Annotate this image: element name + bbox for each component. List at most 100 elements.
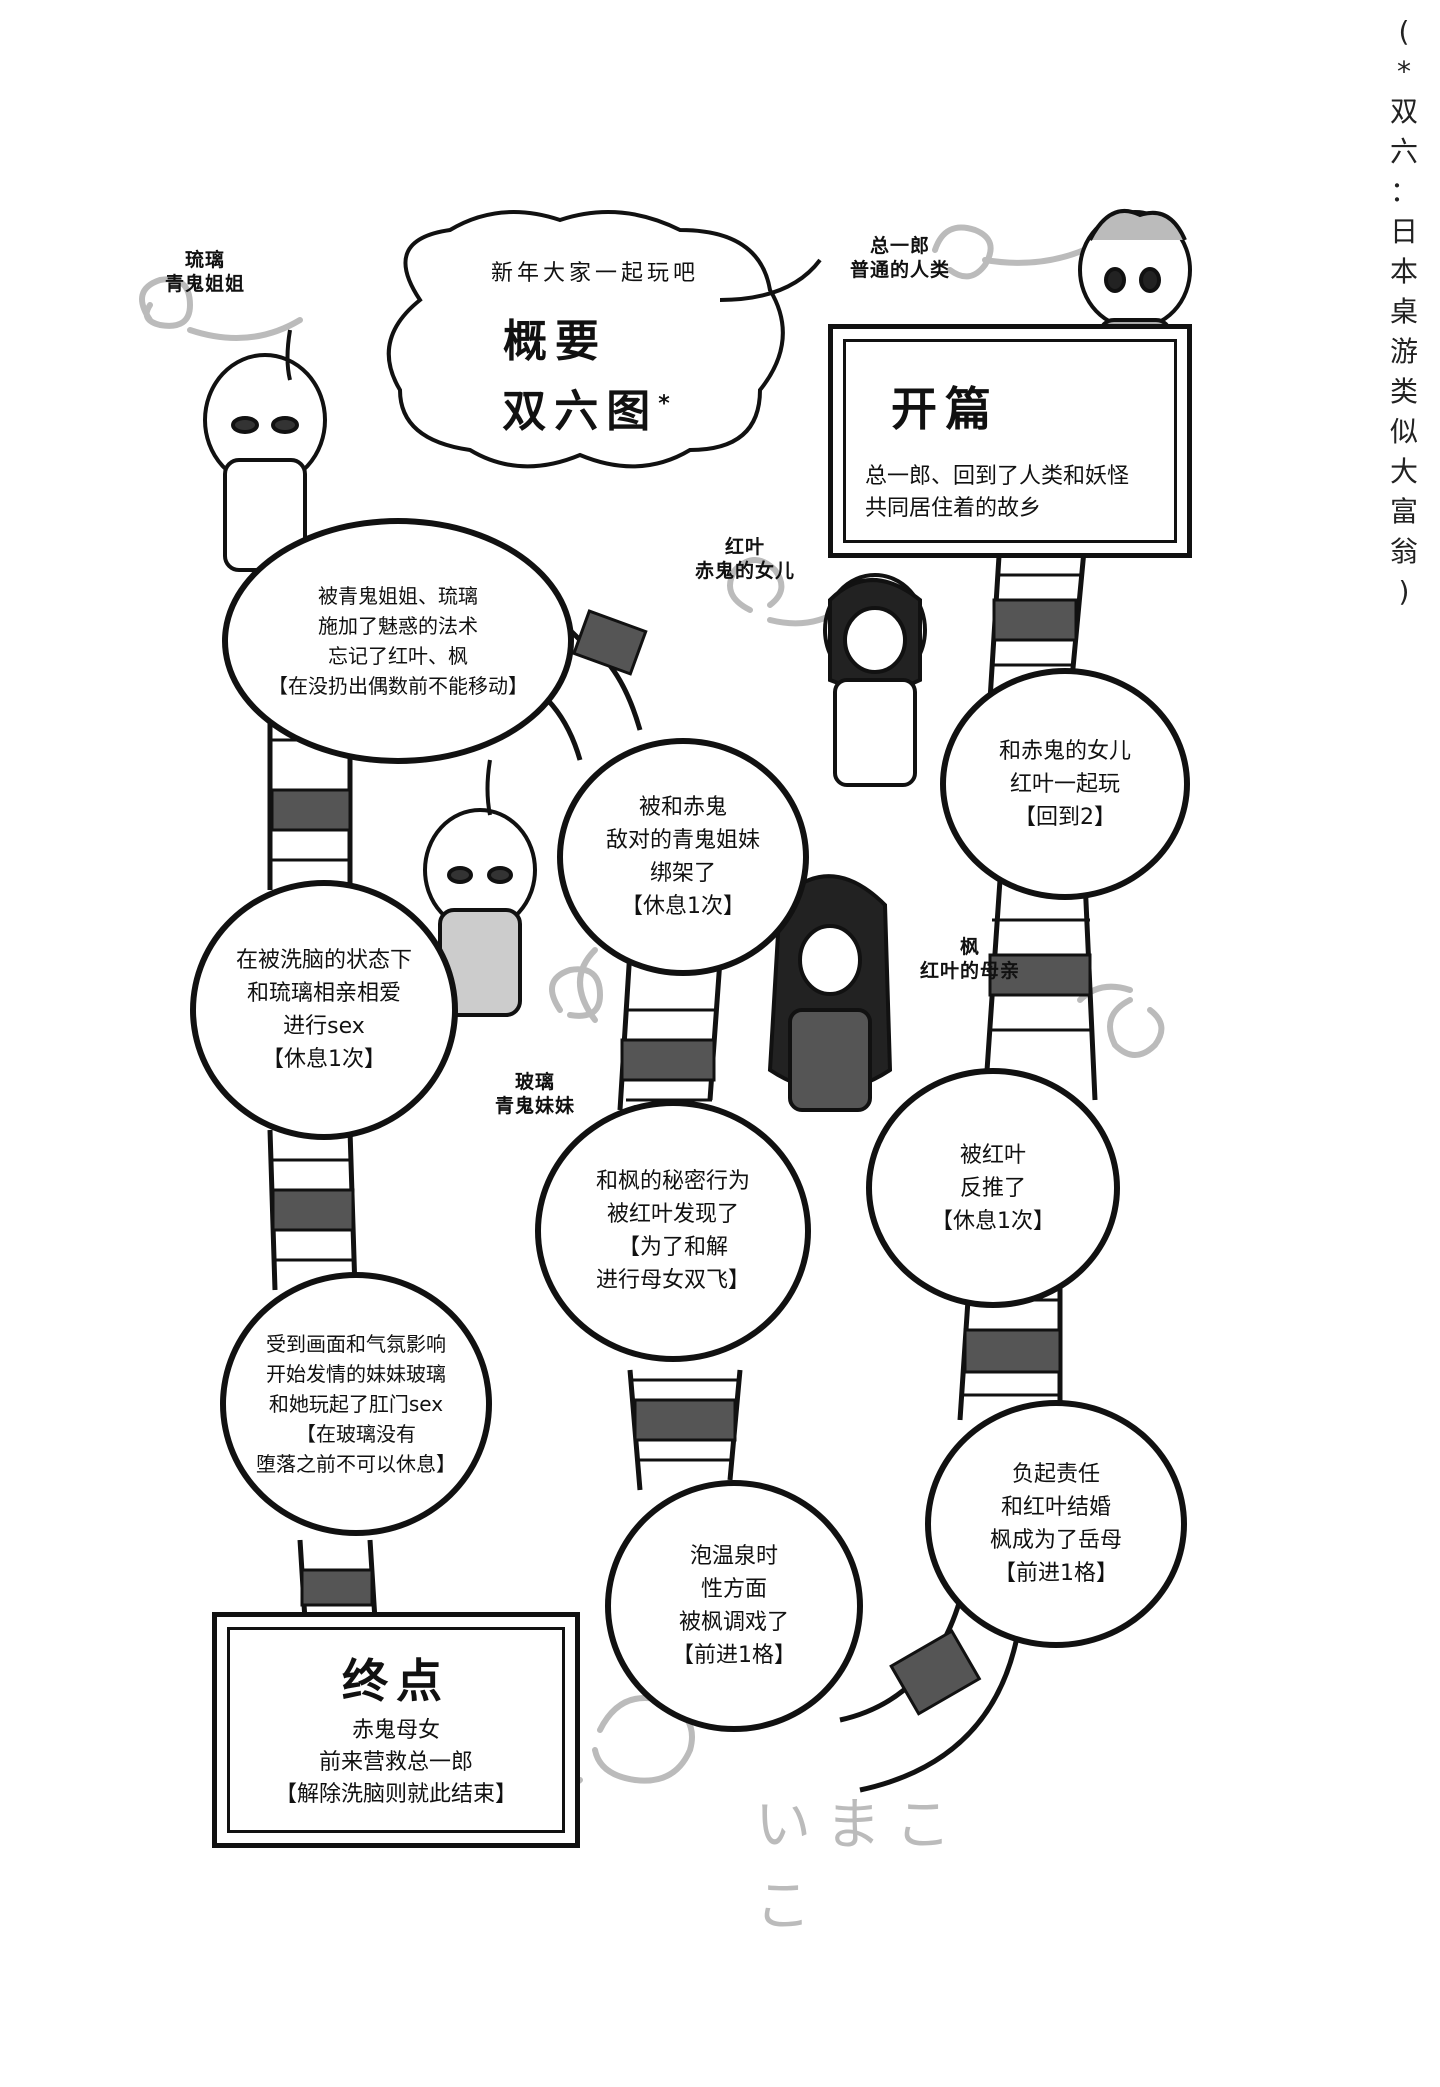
footnote-char: ： [1389,175,1418,208]
caption-kureha-name: 红叶 [724,536,765,558]
cell-6-line-2: 被红叶发现了 [606,1202,739,1227]
footnote-char: 六 [1389,135,1418,168]
board-cell-9: 泡温泉时 性方面 被枫调戏了 【前进1格】 [605,1480,863,1732]
cell-9-line-4: 【前进1格】 [672,1643,796,1668]
footnote-char: 富 [1389,495,1418,528]
board-cell-4: 在被洗脑的状态下 和琉璃相亲相爱 进行sex 【休息1次】 [190,880,458,1140]
cell-9-line-1: 泡温泉时 [689,1544,778,1569]
start-square-inner [843,339,1177,543]
cell-3-line-1: 被青鬼姐姐、琉璃 [318,584,478,608]
cell-7-line-3: 【休息1次】 [931,1208,1055,1234]
cell-3-line-4: 【在没扔出偶数前不能移动】 [268,674,528,698]
cell-2-line-1: 被和赤鬼 [638,795,727,820]
title-line-2: 概要 [503,316,607,367]
caption-kureha-role: 赤鬼的女儿 [694,560,795,582]
cell-6-line-4: 进行母女双飞】 [595,1268,750,1293]
footnote-char: ( [1398,15,1410,48]
cell-9-line-3: 被枫调戏了 [678,1610,789,1635]
caption-ruri-sister-name: 琉璃 [184,249,225,271]
cell-1-line-3: 【回到2】 [1014,804,1116,830]
cell-4-line-3: 进行sex [283,1014,365,1039]
cell-5-line-2: 开始发情的妹妹玻璃 [266,1362,446,1386]
cell-5-line-3: 和她玩起了肛门sex [268,1392,444,1416]
title-cloud-bubble [386,210,822,469]
title-footnote-star: * [658,391,678,417]
caption-kaede-role: 红叶的母亲 [919,960,1020,982]
start-text-line-2: 共同居住着的故乡 [865,496,1042,521]
cell-7-line-1: 被红叶 [959,1142,1026,1168]
footnote-char: 类 [1389,375,1418,408]
footnote-char: ) [1398,575,1410,608]
cell-2-line-4: 【休息1次】 [621,894,745,919]
figure-kaede [767,874,893,1112]
cell-8-line-4: 【前进1格】 [994,1561,1118,1586]
goal-text-line-1: 赤鬼母女 [351,1718,440,1743]
cell-4-line-2: 和琉璃相亲相爱 [246,981,401,1006]
footnote-vertical: (*双六：日本桌游类似大富翁) [1382,12,1426,612]
cell-1-line-1: 和赤鬼的女儿 [998,738,1131,764]
caption-ruri-sister-role: 青鬼姐姐 [164,273,245,295]
start-title: 开篇 [891,382,999,436]
board-cell-3: 被青鬼姐姐、琉璃 施加了魅惑的法术 忘记了红叶、枫 【在没扔出偶数前不能移动】 [222,518,574,764]
goal-text-line-3: 【解除洗脑则就此结束】 [274,1782,517,1807]
footnote-char: 翁 [1389,535,1418,568]
cell-8-line-3: 枫成为了岳母 [989,1528,1122,1553]
cell-4-line-4: 【休息1次】 [262,1047,386,1072]
figure-ruri-sister [203,329,327,572]
footnote-char: * [1397,55,1411,88]
caption-ruri-little-name: 玻璃 [514,1071,555,1093]
board-cell-7: 被红叶 反推了 【休息1次】 [866,1068,1120,1308]
cell-8-line-2: 和红叶结婚 [1000,1495,1111,1520]
title-line-3: 双六图* [460,375,720,439]
cell-3-line-2: 施加了魅惑的法术 [318,614,478,638]
cell-5-line-5: 堕落之前不可以休息】 [256,1452,456,1476]
caption-kureha: 红叶 赤鬼的女儿 [675,535,815,583]
cell-2-line-2: 敌对的青鬼姐妹 [605,828,760,853]
cell-1-line-2: 红叶一起玩 [1009,771,1120,797]
cell-5-line-1: 受到画面和气氛影响 [266,1332,446,1356]
board-band-stripes [270,598,1092,1716]
cell-3-line-3: 忘记了红叶、枫 [328,644,468,668]
cell-2-line-3: 绑架了 [649,861,716,886]
start-text: 总一郎、回到了人类和妖怪 共同居住着的故乡 [865,461,1165,525]
start-text-line-1: 总一郎、回到了人类和妖怪 [865,464,1130,489]
goal-square: 终点 赤鬼母女 前来营救总一郎 【解除洗脑则就此结束】 [212,1612,580,1848]
footnote-char: 似 [1389,415,1418,448]
cell-4-line-1: 在被洗脑的状态下 [235,948,412,973]
cell-8-line-1: 负起责任 [1011,1462,1100,1487]
caption-ruri-little: 玻璃 青鬼妹妹 [470,1070,600,1118]
cell-9-line-2: 性方面 [700,1577,767,1602]
board-cell-2: 被和赤鬼 敌对的青鬼姐妹 绑架了 【休息1次】 [557,738,809,976]
watermark-text: いまここ [755,1793,965,1939]
cell-7-line-2: 反推了 [959,1175,1026,1201]
board-cell-5: 受到画面和气氛影响 开始发情的妹妹玻璃 和她玩起了肛门sex 【在玻璃没有 堕落… [220,1272,492,1536]
caption-souichirou: 总一郎 普通的人类 [825,234,975,282]
title-line-1: 新年大家一起玩吧 [490,261,699,286]
footnote-char: 日 [1389,215,1418,248]
caption-souichirou-name: 总一郎 [869,235,930,257]
board-cell-1: 和赤鬼的女儿 红叶一起玩 【回到2】 [940,668,1190,900]
goal-square-inner [227,1627,565,1833]
caption-ruri-little-role: 青鬼妹妹 [494,1095,575,1117]
footnote-char: 大 [1389,455,1418,488]
figure-kureha [823,573,927,787]
goal-text-line-2: 前来营救总一郎 [318,1750,473,1775]
footnote-char: 桌 [1389,295,1418,328]
cell-6-line-3: 【为了和解 [617,1235,728,1260]
board-band-rungs [272,573,1094,1462]
goal-text: 赤鬼母女 前来营救总一郎 【解除洗脑则就此结束】 [217,1715,575,1811]
caption-kaede-name: 枫 [959,936,980,958]
goal-title: 终点 [342,1654,450,1708]
footnote-char: 游 [1389,335,1418,368]
caption-kaede: 枫 红叶的母亲 [895,935,1045,983]
figure-ruri-little [423,759,537,1017]
caption-souichirou-role: 普通的人类 [849,259,950,281]
cell-6-line-1: 和枫的秘密行为 [595,1169,750,1194]
title-line-3-text: 双六图 [502,386,659,437]
footnote-char: 本 [1389,255,1418,288]
start-square: 开篇 总一郎、回到了人类和妖怪 共同居住着的故乡 [828,324,1192,558]
caption-ruri-sister: 琉璃 青鬼姐姐 [140,248,270,296]
board-cell-8: 负起责任 和红叶结婚 枫成为了岳母 【前进1格】 [925,1400,1187,1648]
board-cell-6: 和枫的秘密行为 被红叶发现了 【为了和解 进行母女双飞】 [535,1100,811,1362]
